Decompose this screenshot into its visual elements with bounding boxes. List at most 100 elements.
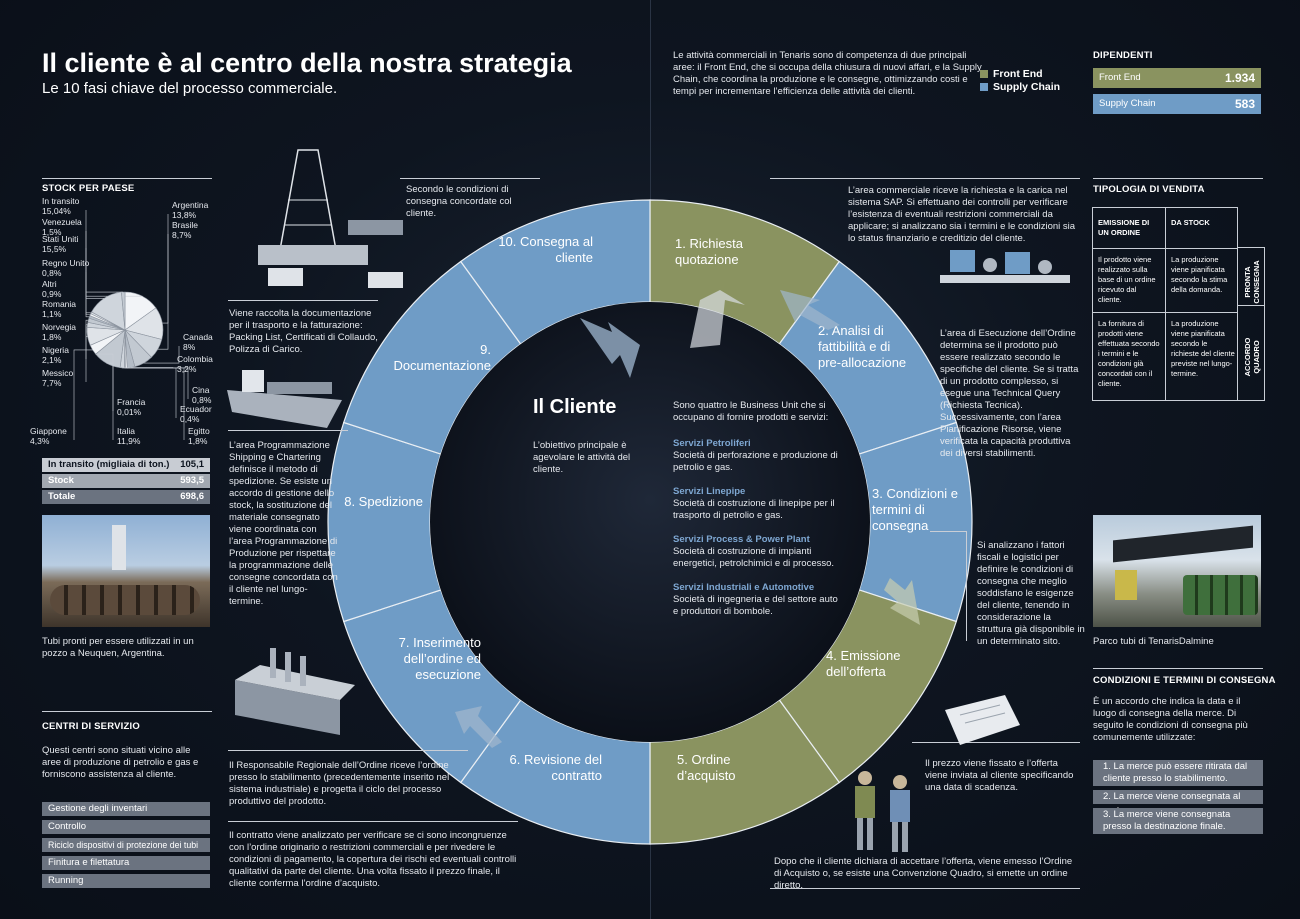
pie-leader-line bbox=[122, 367, 185, 440]
pie-leader-line bbox=[143, 346, 180, 364]
centri-item: Running bbox=[42, 874, 210, 888]
note-phase-9: Viene raccolta la documentazione per il … bbox=[229, 308, 378, 355]
phase-sector-8 bbox=[327, 421, 442, 623]
pie-leader-line bbox=[85, 231, 124, 293]
tipologia-table: EMISSIONE DI UN ORDINE DA STOCK Il prodo… bbox=[1092, 207, 1238, 401]
stock-table-value: 698,6 bbox=[180, 491, 204, 502]
arrow-icon bbox=[580, 318, 640, 378]
tipologia-cell: La fornitura di prodotti viene effettuat… bbox=[1098, 319, 1160, 388]
tipologia-divider bbox=[1238, 305, 1265, 306]
document-illustration bbox=[945, 695, 1020, 745]
dipendenti-title: DIPENDENTI bbox=[1093, 50, 1153, 61]
center-text: L’obiettivo principale è agevolare le at… bbox=[533, 440, 631, 475]
legend-item-supply-chain: Supply Chain bbox=[980, 80, 1060, 93]
legend-label: Front End bbox=[993, 67, 1043, 80]
note-phase-6: Il contratto viene analizzato per verifi… bbox=[229, 830, 517, 889]
dipendenti-value: 1.934 bbox=[1224, 71, 1255, 85]
condizioni-item: 3. La merce viene consegnata presso la d… bbox=[1093, 808, 1263, 834]
pie-leader-line bbox=[85, 248, 105, 299]
legend-swatch bbox=[980, 69, 988, 78]
pie-leader-line bbox=[157, 234, 169, 350]
legend-label: Supply Chain bbox=[993, 80, 1061, 93]
note-phase-10: Secondo le condizioni di consegna concor… bbox=[406, 184, 512, 219]
condizioni-item: 1. La merce può essere ritirata dal clie… bbox=[1093, 760, 1263, 786]
legend-swatch bbox=[980, 82, 988, 91]
centri-text: Questi centri sono situati vicino alle a… bbox=[42, 745, 199, 780]
leader-line bbox=[770, 888, 1080, 889]
centri-item: Riciclo dispositivi di protezione dei tu… bbox=[42, 838, 210, 852]
tipologia-cell: La produzione viene pianificata secondo … bbox=[1171, 319, 1235, 378]
bu-item: Servizi Petroliferi Società di perforazi… bbox=[673, 438, 843, 474]
stock-table-value: 593,5 bbox=[180, 475, 204, 486]
leader-line bbox=[400, 178, 540, 179]
bu-name: Servizi Process & Power Plant bbox=[673, 534, 810, 545]
stock-row-transit: In transito (migliaia di ton.) 105,1 bbox=[42, 458, 210, 472]
note-phase-4: Il prezzo viene fissato e l’offerta vien… bbox=[925, 758, 1074, 793]
photo-left-caption: Tubi pronti per essere utilizzati in un … bbox=[42, 636, 194, 659]
centri-rule bbox=[42, 711, 212, 712]
stock-row-stock: Stock 593,5 bbox=[42, 474, 210, 488]
handshake-illustration bbox=[855, 771, 910, 852]
pipes-shape bbox=[1183, 575, 1258, 615]
bu-desc: Società di costruzione di impianti energ… bbox=[673, 546, 835, 569]
dipendenti-value: 583 bbox=[1234, 97, 1255, 111]
bu-desc: Società di perforazione e produzione di … bbox=[673, 450, 838, 473]
centri-item: Controllo bbox=[42, 820, 210, 834]
stock-row-total: Totale 698,6 bbox=[42, 490, 210, 504]
arrow-icon bbox=[884, 578, 920, 625]
tipologia-row-header: PRONTA CONSEGNA bbox=[1243, 260, 1261, 304]
leader-line bbox=[228, 300, 378, 301]
stock-title: STOCK PER PAESE bbox=[42, 183, 135, 194]
arrow-icon bbox=[780, 290, 840, 330]
photo-pipe-yard bbox=[1093, 515, 1261, 627]
leader-line bbox=[966, 531, 967, 641]
stock-table-value: 105,1 bbox=[180, 459, 204, 470]
leader-line bbox=[930, 531, 967, 532]
ship-illustration bbox=[227, 370, 342, 428]
note-phase-8: L’area Programmazione Shipping e Charter… bbox=[229, 440, 338, 607]
bu-name: Servizi Industriali e Automotive bbox=[673, 582, 815, 593]
bu-desc: Società di ingegneria e del settore auto… bbox=[673, 594, 838, 617]
center-title: Il Cliente bbox=[533, 396, 617, 418]
pipes-shape bbox=[1113, 525, 1253, 563]
factory-illustration bbox=[235, 648, 355, 735]
centri-item: Finitura e filettatura bbox=[42, 856, 210, 870]
condizioni-text: È un accordo che indica la data e il luo… bbox=[1093, 696, 1248, 743]
bu-name: Servizi Petroliferi bbox=[673, 438, 751, 449]
legend: Front End Supply Chain bbox=[980, 67, 1060, 93]
bu-desc: Società di costruzione di linepipe per i… bbox=[673, 498, 835, 521]
tipologia-col-header: DA STOCK bbox=[1171, 218, 1210, 227]
bu-item: Servizi Linepipe Società di costruzione … bbox=[673, 486, 843, 522]
tipologia-title: TIPOLOGIA DI VENDITA bbox=[1093, 184, 1205, 195]
tipologia-divider bbox=[1165, 208, 1166, 401]
condizioni-title: CONDIZIONI E TERMINI DI CONSEGNA bbox=[1093, 675, 1276, 686]
page-subtitle: Le 10 fasi chiave del processo commercia… bbox=[42, 80, 338, 97]
tipologia-col-header: EMISSIONE DI UN ORDINE bbox=[1098, 218, 1150, 237]
intro-text: Le attività commerciali in Tenaris sono … bbox=[673, 50, 982, 97]
stock-table-label: Stock bbox=[48, 475, 74, 486]
pie-leader-line bbox=[106, 362, 114, 440]
stock-table-label: Totale bbox=[48, 491, 76, 502]
photo-right-caption: Parco tubi di TenarisDalmine bbox=[1093, 636, 1214, 647]
dipendenti-label: Front End bbox=[1099, 72, 1141, 83]
dipendenti-row-supply-chain: Supply Chain 583 bbox=[1093, 94, 1261, 114]
stock-table-label: In transito (migliaia di ton.) bbox=[48, 459, 170, 470]
